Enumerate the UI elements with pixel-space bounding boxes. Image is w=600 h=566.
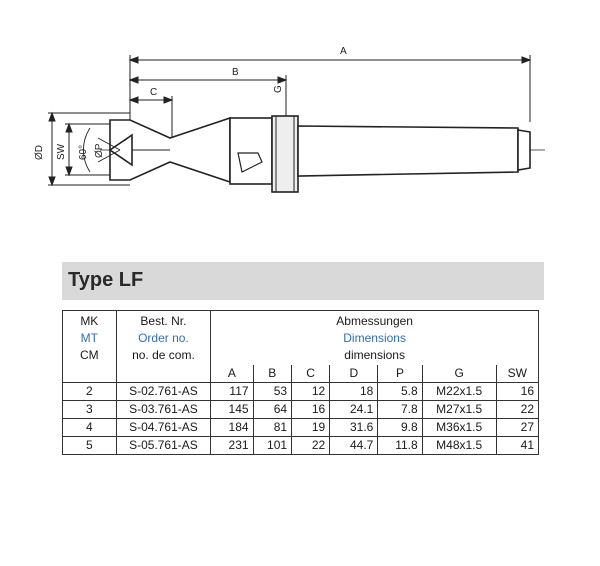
cell-order: S-04.761-AS [115, 418, 212, 437]
cell-sw: 22 [495, 400, 540, 419]
cell-mk: 5 [62, 436, 117, 455]
cell-b: 64 [252, 400, 293, 419]
cell-p: 7.8 [377, 400, 423, 419]
cell-mk: 3 [62, 400, 117, 419]
mk-label: MK [80, 314, 99, 328]
cell-c: 16 [291, 400, 331, 419]
cell-c: 19 [291, 418, 331, 437]
mt-label: MT [80, 331, 98, 345]
cell-a: 231 [210, 436, 254, 455]
mk-header: MK MT CM [62, 310, 117, 383]
cell-sw: 41 [495, 436, 540, 455]
dim-label-d: ØD [34, 145, 45, 160]
cell-d: 24.1 [329, 400, 379, 419]
dimensions-fr-label: dimensions [344, 348, 405, 362]
cell-g: M27x1.5 [421, 400, 497, 419]
dim-label-b: B [232, 67, 239, 78]
cell-mk: 2 [62, 382, 117, 401]
cm-label: CM [79, 348, 99, 362]
col-header-p: P [377, 365, 423, 383]
title-bar: Type LF [62, 262, 544, 300]
dim-label-p: ØP [94, 143, 105, 158]
table-header-row: MK MT CM Best. Nr. Order no. no. de com.… [62, 310, 539, 383]
col-header-b: B [252, 365, 293, 383]
cell-d: 31.6 [329, 418, 379, 437]
col-header-d: D [329, 365, 379, 383]
order-header: Best. Nr. Order no. no. de com. [115, 310, 212, 383]
cell-a: 184 [210, 418, 254, 437]
dimensions-header: Abmessungen Dimensions dimensions [210, 310, 539, 365]
cell-g: M36x1.5 [421, 418, 497, 437]
cell-sw: 16 [495, 382, 540, 401]
dims-column-header-row: A B C D P G SW [63, 365, 540, 383]
cell-b: 81 [252, 418, 293, 437]
cell-order: S-03.761-AS [115, 400, 212, 419]
cell-sw: 27 [495, 418, 540, 437]
cell-d: 44.7 [329, 436, 379, 455]
cell-b: 101 [252, 436, 293, 455]
dim-label-a: A [340, 46, 347, 57]
dimensions-label: Dimensions [343, 331, 406, 345]
cell-d: 18 [329, 382, 379, 401]
cell-order: S-05.761-AS [115, 436, 212, 455]
cell-p: 11.8 [377, 436, 423, 455]
no-de-com-label: no. de com. [132, 348, 195, 362]
cell-order: S-02.761-AS [115, 382, 212, 401]
table-row: 2 S-02.761-AS 117 53 12 18 5.8 M22x1.5 1… [62, 382, 540, 401]
dimensions-table: MK MT CM Best. Nr. Order no. no. de com.… [62, 310, 540, 455]
order-no-label: Order no. [138, 331, 189, 345]
dim-label-c: C [150, 87, 157, 98]
cell-p: 9.8 [377, 418, 423, 437]
cell-c: 12 [291, 382, 331, 401]
table-row: 3 S-03.761-AS 145 64 16 24.1 7.8 M27x1.5… [62, 400, 540, 419]
col-header-c: C [291, 365, 331, 383]
cell-mk: 4 [62, 418, 117, 437]
dim-label-sw: SW [56, 143, 67, 160]
dim-label-angle: 60° [78, 145, 89, 160]
dim-label-g: G [273, 85, 284, 93]
type-title: Type LF [68, 269, 144, 291]
col-header-sw: SW [495, 365, 540, 383]
abmessungen-label: Abmessungen [336, 314, 413, 328]
table-row: 5 S-05.761-AS 231 101 22 44.7 11.8 M48x1… [62, 436, 540, 455]
cell-b: 53 [252, 382, 293, 401]
cell-g: M22x1.5 [421, 382, 497, 401]
cell-a: 145 [210, 400, 254, 419]
technical-drawing: A B C G ØD SW 60° ØP [34, 46, 545, 193]
best-nr-label: Best. Nr. [140, 314, 187, 328]
cell-g: M48x1.5 [421, 436, 497, 455]
col-header-g: G [421, 365, 497, 383]
cell-p: 5.8 [377, 382, 423, 401]
table-row: 4 S-04.761-AS 184 81 19 31.6 9.8 M36x1.5… [62, 418, 540, 437]
cell-a: 117 [210, 382, 254, 401]
col-header-a: A [210, 365, 254, 383]
cell-c: 22 [291, 436, 331, 455]
